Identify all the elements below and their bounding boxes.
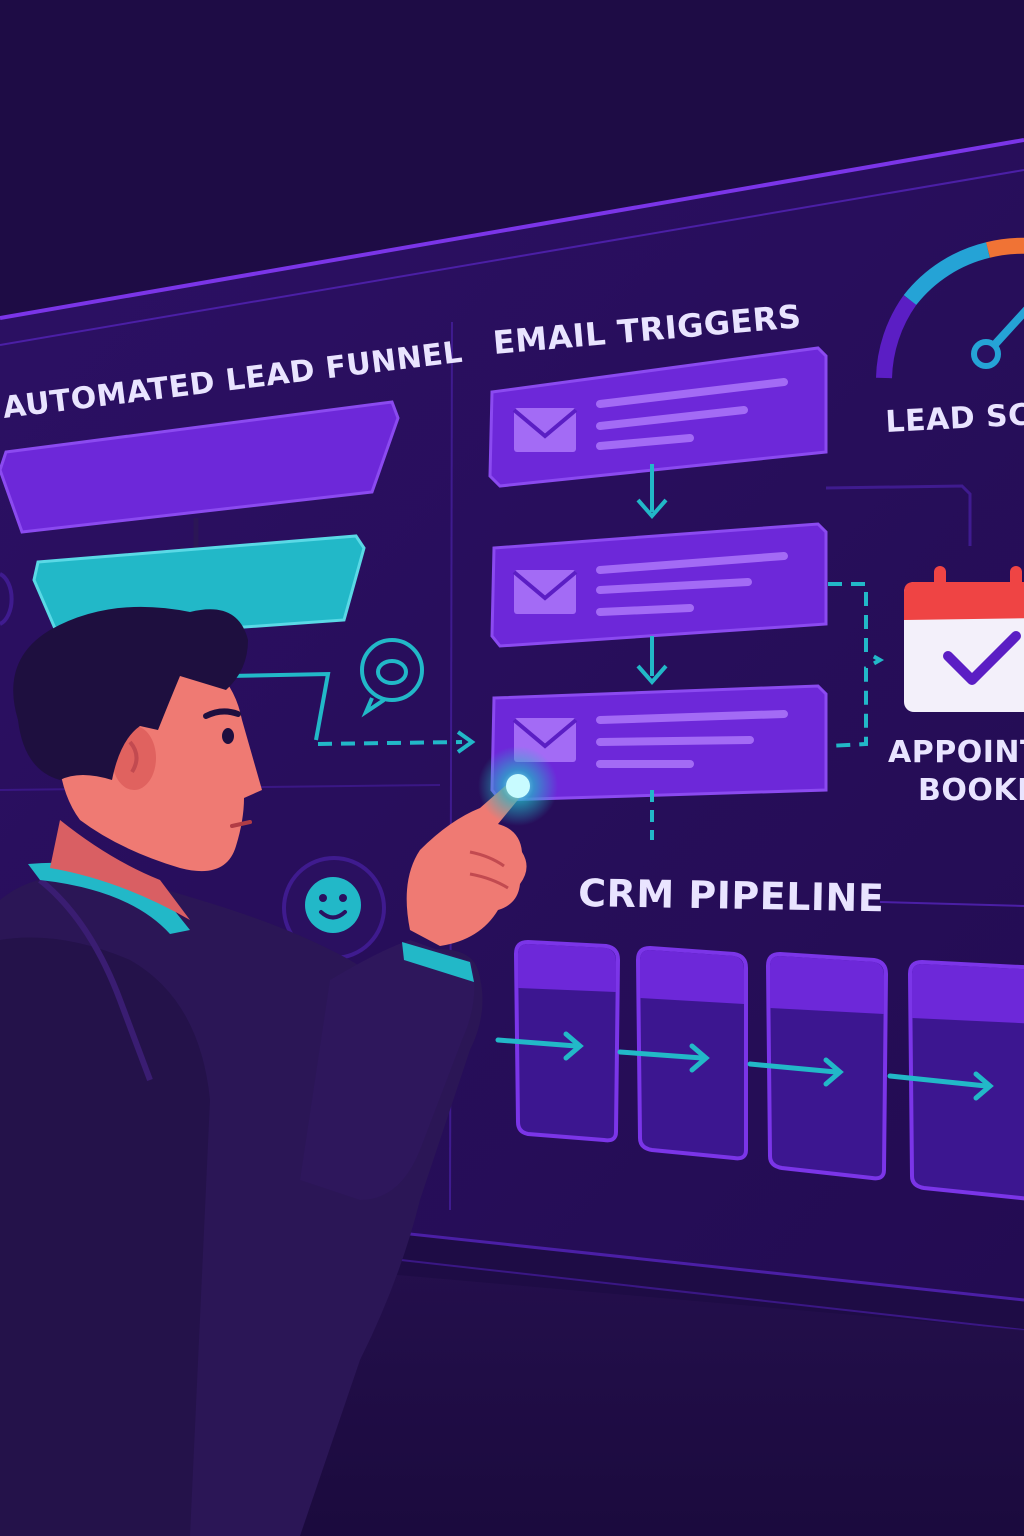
pipeline-column-4 xyxy=(907,959,1024,1201)
eye xyxy=(222,728,234,744)
funnel-to-email-arrow xyxy=(317,740,463,746)
neck xyxy=(50,820,190,920)
appointment-booked: APPOINT BOOKE xyxy=(888,566,1024,808)
mouth xyxy=(230,820,252,828)
shirt-cuff xyxy=(402,942,474,982)
calendar-icon xyxy=(904,566,1024,712)
man-figure xyxy=(0,606,558,1536)
email-card-1 xyxy=(488,346,828,488)
email-triggers: EMAIL TRIGGERS xyxy=(488,297,972,840)
suit-lapel xyxy=(38,877,153,1082)
touch-point xyxy=(506,774,530,798)
appointment-title-line2: BOOKE xyxy=(918,773,1024,808)
pipeline-column-3 xyxy=(765,951,889,1181)
funnel-to-email-arrowhead xyxy=(456,730,476,754)
smile-icon xyxy=(282,856,386,973)
appointment-title-line1: APPOINT xyxy=(888,735,1024,770)
email-icon xyxy=(512,570,578,614)
eyebrow xyxy=(203,708,241,719)
suit-shading xyxy=(0,937,210,1536)
email-card-2 xyxy=(490,522,828,648)
lead-score: LEAD SC xyxy=(876,237,1024,440)
funnel-side-circle xyxy=(0,572,14,626)
hair xyxy=(13,606,249,780)
lead-score-connector xyxy=(825,484,972,546)
pipeline-arrows xyxy=(495,1031,994,1101)
email-arrowhead-1 xyxy=(636,498,668,520)
gauge-icon xyxy=(876,237,1024,379)
email-card-3 xyxy=(490,684,828,802)
email-arrowhead-2 xyxy=(636,664,668,686)
suit-sleeve xyxy=(300,940,475,1200)
email-icon xyxy=(512,408,578,452)
pipeline-column-1 xyxy=(513,939,621,1143)
funnel-connector xyxy=(227,671,331,741)
pipeline-column-2 xyxy=(635,945,748,1161)
email-to-appointment-bracket xyxy=(827,582,885,748)
hand xyxy=(406,778,527,946)
crm-title: CRM PIPELINE xyxy=(578,871,885,920)
crm-pipeline: CRM PIPELINE xyxy=(495,871,1024,1201)
funnel-stage-top xyxy=(0,400,400,534)
lead-score-title: LEAD SC xyxy=(885,397,1024,440)
chat-icon xyxy=(360,638,424,718)
